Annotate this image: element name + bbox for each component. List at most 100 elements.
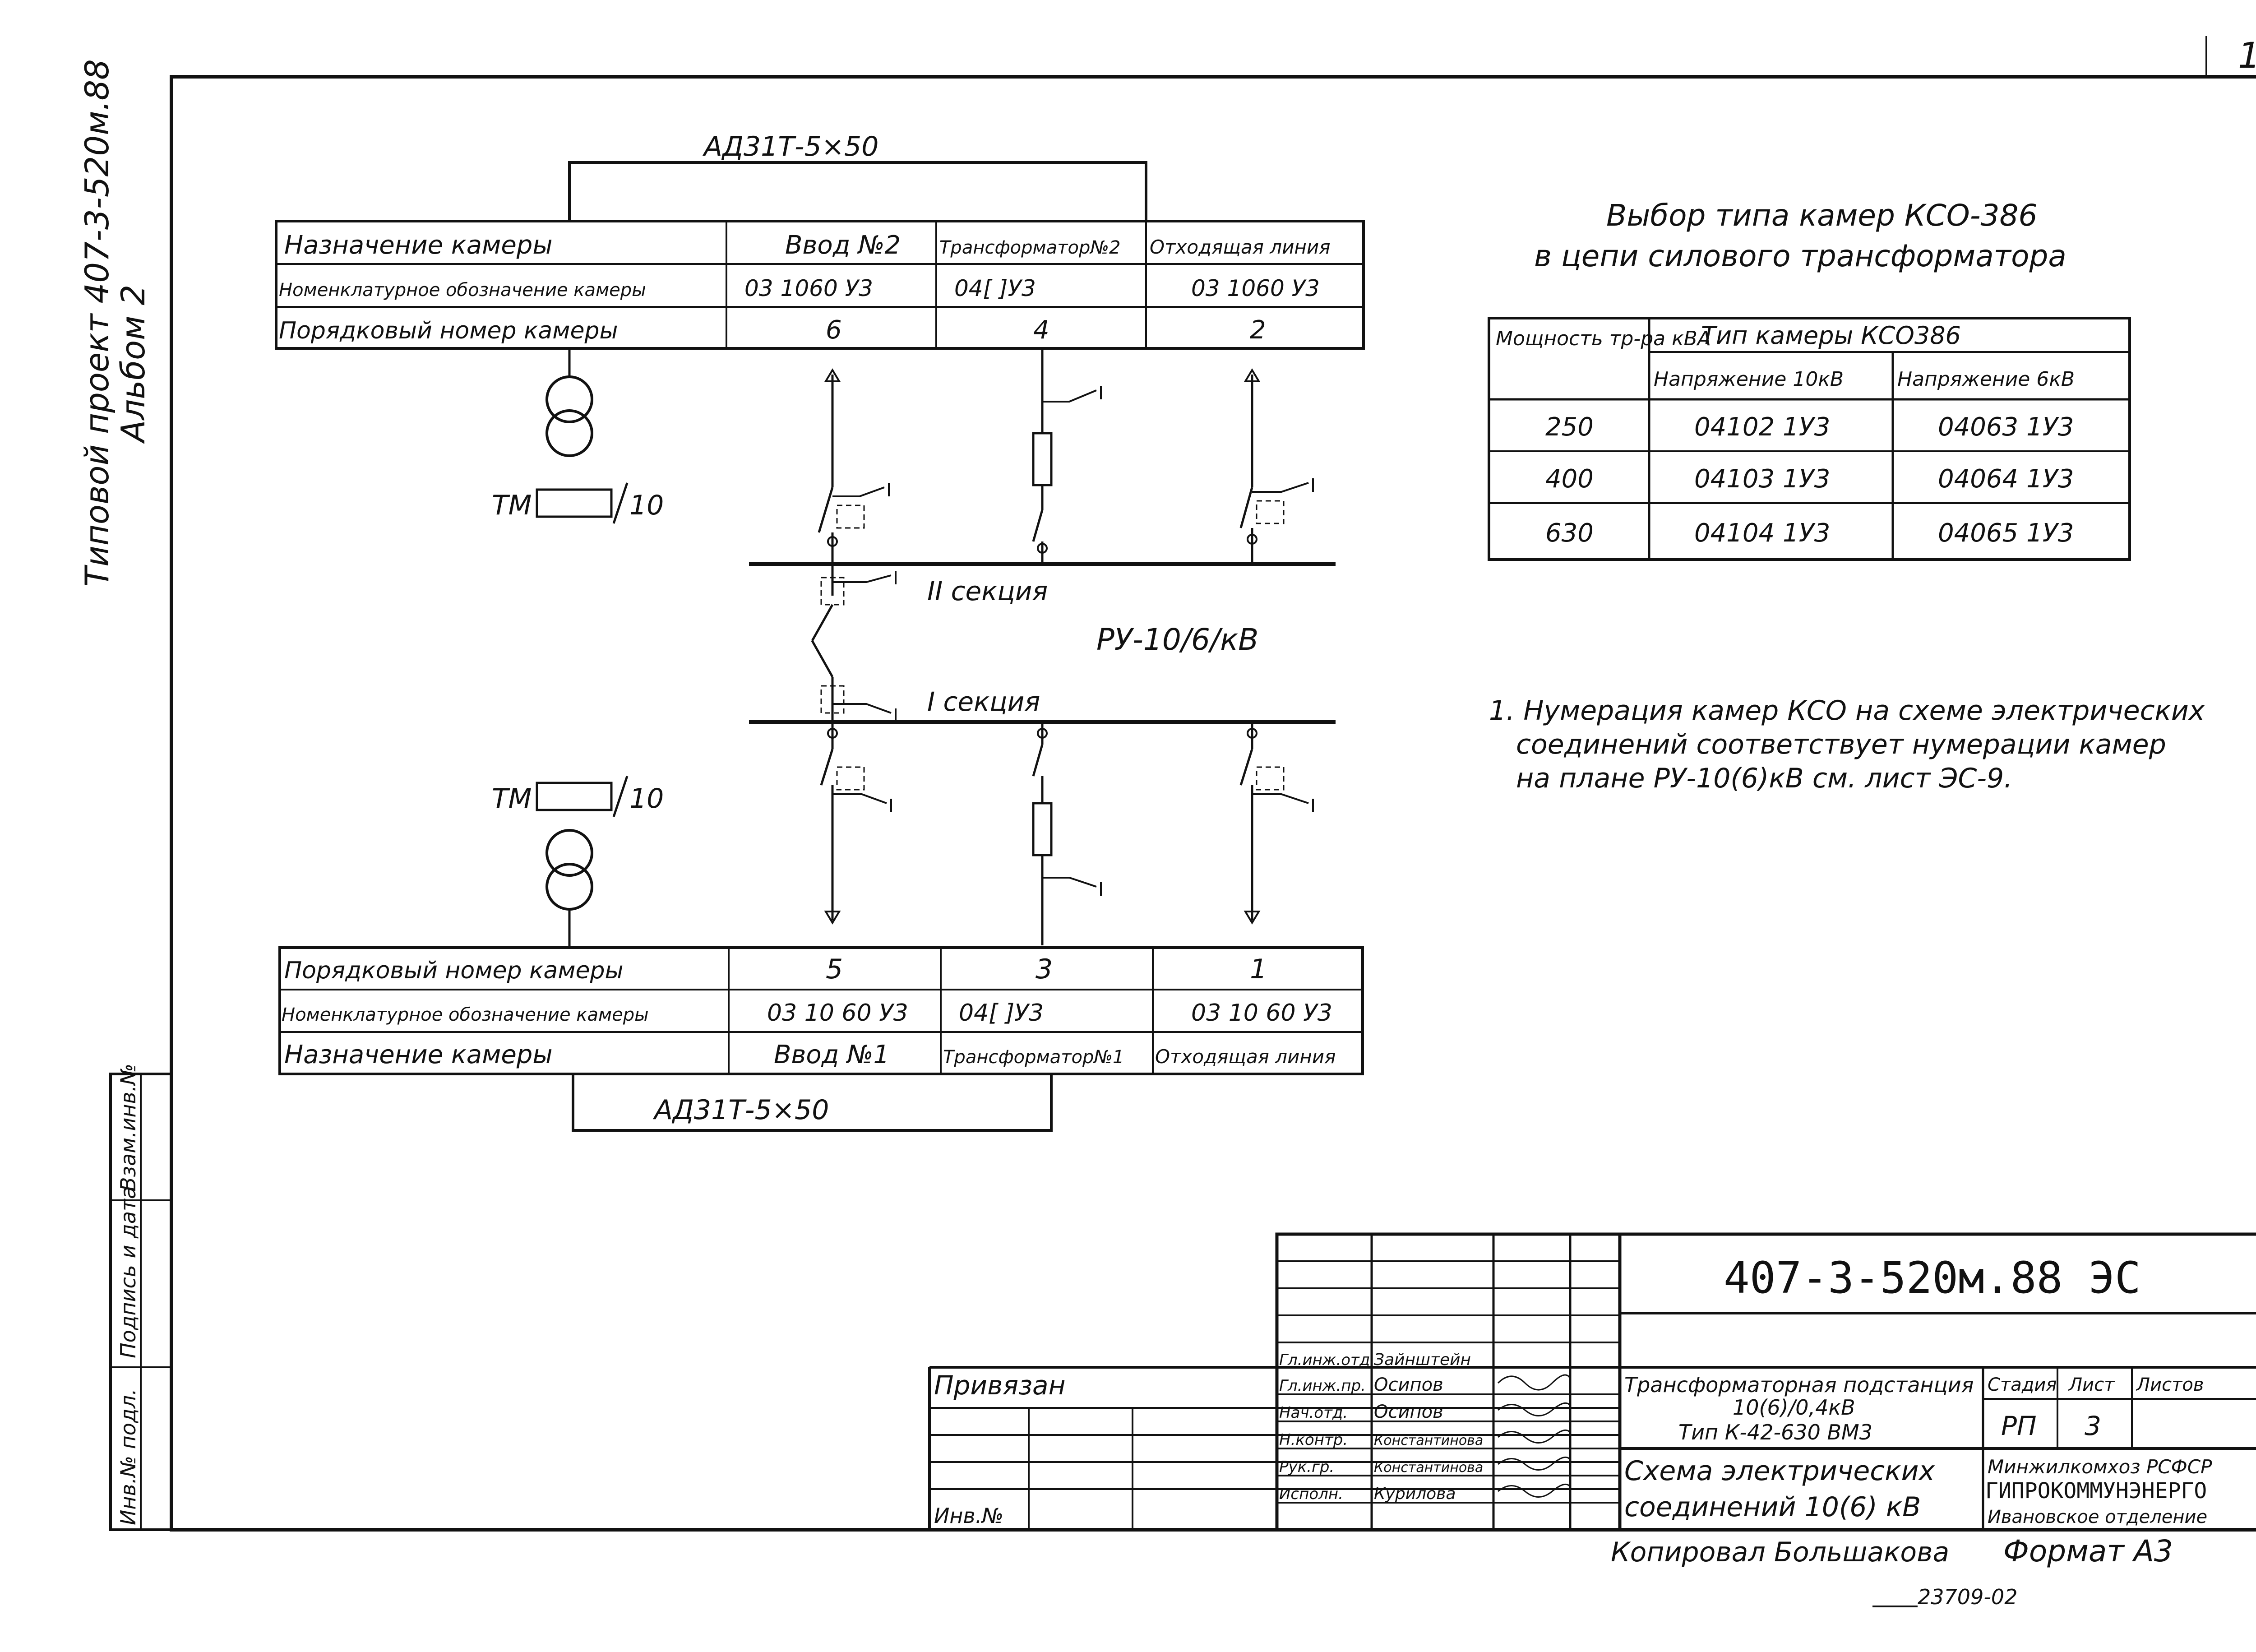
camera-selection-table: Мощность тр-ра кВА Тип камеры КСО386 Нап… xyxy=(1488,317,2131,561)
svg-text:Исполн.: Исполн. xyxy=(1279,1485,1343,1503)
object-title-line1: Трансформаторная подстанция xyxy=(1624,1373,1974,1397)
bottom-table-cell-2-1: Ввод №1 xyxy=(774,1040,889,1069)
feeder-camera-4 xyxy=(1032,348,1102,564)
selection-cell-2-0: 630 xyxy=(1545,518,1594,548)
privyazan-label: Привязан xyxy=(934,1370,1066,1401)
bottom-table-cell-0-1: 5 xyxy=(826,953,843,985)
org-line3: Ивановское отделение xyxy=(1988,1507,2207,1527)
top-table-cell-0-0: Назначение камеры xyxy=(284,231,553,260)
svg-text:Нач.отд.: Нач.отд. xyxy=(1279,1404,1348,1422)
stamp-signatures xyxy=(1497,1374,1571,1498)
document-code: 407-3-520м.88 ЭС xyxy=(1724,1253,2141,1303)
bottom-table-cell-2-2: Трансформатор№1 xyxy=(943,1047,1124,1068)
side-stamp-inv: Инв.№ подл. xyxy=(116,1388,140,1525)
top-table-cell-1-2: 04[ ]У3 xyxy=(954,275,1036,301)
selection-title-line1: Выбор типа камер КСО-386 xyxy=(1606,198,2038,233)
svg-text:Осипов: Осипов xyxy=(1374,1374,1443,1395)
svg-text:Осипов: Осипов xyxy=(1374,1402,1443,1422)
drawing-frame xyxy=(170,75,2256,1532)
svg-text:Зайнштейн: Зайнштейн xyxy=(1374,1351,1471,1369)
top-cable-label: АД31Т-5×50 xyxy=(702,131,878,162)
selection-cell-0-1: 04102 1У3 xyxy=(1694,412,1830,442)
org-line1: Минжилкомхоз РСФСР xyxy=(1988,1456,2212,1478)
note-line1: 1. Нумерация камер КСО на схеме электрич… xyxy=(1489,695,2205,727)
object-title-line3: Тип К-42-630 ВМ3 xyxy=(1678,1420,1872,1444)
title-block xyxy=(928,1232,2256,1530)
selection-cell-2-2: 04065 1У3 xyxy=(1938,518,2074,548)
doc-number: 23709-02 xyxy=(1918,1585,2017,1609)
sheet-header: Лист xyxy=(2068,1374,2115,1395)
bottom-table-cell-0-2: 3 xyxy=(1036,953,1053,985)
bottom-table-cell-2-3: Отходящая линия xyxy=(1155,1046,1336,1068)
top-table-cell-0-2: Трансформатор№2 xyxy=(939,237,1120,258)
bottom-table-cell-1-3: 03 10 60 У3 xyxy=(1191,1000,1332,1027)
svg-text:Константинова: Константинова xyxy=(1374,1433,1483,1448)
bottom-table-cell-0-0: Порядковый номер камеры xyxy=(284,957,624,984)
svg-text:Рук.гр.: Рук.гр. xyxy=(1279,1458,1334,1476)
side-stamp-sign: Подпись и дата xyxy=(116,1186,140,1358)
inv-label: Инв.№ xyxy=(934,1504,1003,1528)
selection-header-6kv: Напряжение 6кВ xyxy=(1897,368,2075,391)
sheet-value: 3 xyxy=(2085,1411,2101,1441)
selection-header-power: Мощность тр-ра кВА xyxy=(1496,327,1711,350)
top-table-cell-1-1: 03 1060 У3 xyxy=(744,275,873,301)
top-transformer-symbol xyxy=(546,348,593,457)
selection-cell-1-2: 04064 1У3 xyxy=(1938,464,2074,494)
bottom-table-cell-1-2: 04[ ]У3 xyxy=(959,1000,1044,1027)
side-title-line1: Типовой проект 407-3-520м.88 xyxy=(78,59,116,587)
bottom-transformer-symbol xyxy=(546,829,593,948)
switchgear-label: РУ-10/6/кВ xyxy=(1096,622,1258,657)
top-table-cell-1-3: 03 1060 У3 xyxy=(1191,275,1320,301)
stage-value: РП xyxy=(2001,1411,2037,1441)
bottom-cable-label: АД31Т-5×50 xyxy=(652,1094,829,1126)
top-transformer-suffix: 10 xyxy=(629,490,664,521)
feeder-camera-2 xyxy=(1239,368,1314,564)
bottom-table-cell-2-0: Назначение камеры xyxy=(284,1040,553,1069)
top-table-cell-2-0: Порядковый номер камеры xyxy=(279,317,618,344)
stage-header: Стадия xyxy=(1988,1374,2057,1395)
side-title-line2: Альбом 2 xyxy=(114,285,152,444)
format-label: Формат А3 xyxy=(2003,1534,2173,1569)
bottom-camera-table: Порядковый номер камеры 5 3 1 Номенклату… xyxy=(278,946,1364,1075)
svg-text:Гл.инж.отд.: Гл.инж.отд. xyxy=(1279,1351,1375,1369)
copied-by: Копировал Большакова xyxy=(1611,1536,1949,1568)
note-line3: на плане РУ-10(6)кВ см. лист ЭС-9. xyxy=(1516,763,2012,794)
top-table-cell-2-1: 6 xyxy=(826,315,842,345)
stamp-names: Зайнштейн Осипов Осипов Константинова Ко… xyxy=(1374,1351,1483,1503)
bottom-transformer-prefix: ТМ xyxy=(492,783,532,814)
selection-title-line2: в цепи силового трансформатора xyxy=(1534,239,2066,273)
side-stamp-replace: Взам.инв.№ xyxy=(116,1064,140,1191)
top-table-cell-2-3: 2 xyxy=(1250,315,1266,345)
section-2-label: II секция xyxy=(927,576,1048,606)
feeder-camera-6 xyxy=(818,368,890,564)
top-transformer-prefix: ТМ xyxy=(492,490,532,521)
svg-text:Гл.инж.пр.: Гл.инж.пр. xyxy=(1279,1377,1366,1395)
bottom-table-cell-1-1: 03 10 60 У3 xyxy=(767,1000,908,1027)
sheet-title-line2: соединений 10(6) кВ xyxy=(1624,1491,1921,1523)
selection-cell-1-1: 04103 1У3 xyxy=(1694,464,1830,494)
bottom-cable-line xyxy=(572,1074,1053,1132)
selection-cell-0-2: 04063 1У3 xyxy=(1938,412,2074,442)
selection-cell-1-0: 400 xyxy=(1545,464,1594,494)
note-line2: соединений соответствует нумерации камер xyxy=(1516,729,2166,760)
selection-header-type: Тип камеры КСО386 xyxy=(1701,321,1961,350)
sheet-number: 10 xyxy=(2238,36,2256,76)
selection-header-10kv: Напряжение 10кВ xyxy=(1654,368,1844,391)
sectional-switch xyxy=(811,564,897,722)
selection-cell-0-0: 250 xyxy=(1545,412,1594,442)
sheets-header: Листов xyxy=(2136,1374,2204,1395)
top-table-cell-2-2: 4 xyxy=(1033,315,1049,345)
svg-text:Н.контр.: Н.контр. xyxy=(1279,1431,1348,1449)
top-table-cell-0-3: Отходящая линия xyxy=(1150,236,1330,258)
svg-text:Константинова: Константинова xyxy=(1374,1460,1483,1476)
top-camera-table: Назначение камеры Ввод №2 Трансформатор№… xyxy=(275,220,1365,350)
top-table-cell-1-0: Номенклатурное обозначение камеры xyxy=(279,280,646,301)
feeder-camera-3 xyxy=(1032,722,1102,945)
object-title-line2: 10(6)/0,4кВ xyxy=(1733,1395,1855,1420)
selection-cell-2-1: 04104 1У3 xyxy=(1694,518,1830,548)
org-line2: ГИПРОКОММУНЭНЕРГО xyxy=(1985,1478,2207,1504)
bottom-transformer-suffix: 10 xyxy=(629,783,664,814)
top-table-cell-0-1: Ввод №2 xyxy=(785,231,901,260)
bottom-table-cell-1-0: Номенклатурное обозначение камеры xyxy=(282,1004,649,1025)
